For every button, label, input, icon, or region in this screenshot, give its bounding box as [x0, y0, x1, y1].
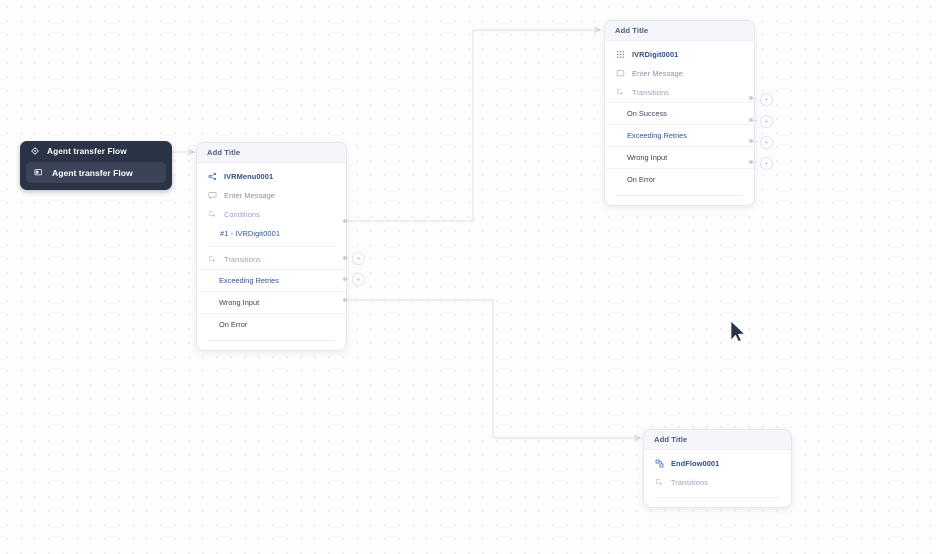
condition-label: #1 - IVRDigit0001 — [220, 229, 281, 238]
add-node-button[interactable]: + — [760, 157, 773, 170]
transition-label: On Success — [627, 109, 667, 118]
node-section-label: Transitions — [671, 478, 708, 487]
port-wrong-input[interactable] — [749, 139, 753, 143]
add-node-button[interactable]: + — [760, 136, 773, 149]
port-on-error[interactable] — [749, 160, 753, 164]
sidebar-item-agent-transfer-flow[interactable]: Agent transfer Flow Agent transfer Flow — [20, 141, 172, 190]
node-field-label: EndFlow0001 — [671, 459, 720, 468]
node-title: Add Title — [207, 148, 241, 157]
start-node-item[interactable]: Agent transfer Flow — [26, 162, 166, 183]
node-header[interactable]: Add Title — [197, 143, 346, 163]
node-field-ivrdigit[interactable]: IVRDigit0001 — [605, 45, 754, 64]
flow-node-icon — [31, 147, 39, 155]
transition-row[interactable]: On Error — [197, 313, 346, 335]
node-title: Add Title — [615, 26, 649, 35]
add-node-button[interactable]: + — [760, 93, 773, 106]
end-flow-icon — [655, 459, 664, 468]
transition-row[interactable]: On Error — [605, 168, 754, 190]
port-exceeding-retries[interactable] — [343, 256, 347, 260]
node-section-label: Transitions — [224, 255, 261, 264]
port-conditions[interactable] — [343, 219, 347, 223]
node-field-label: IVRMenu0001 — [224, 172, 274, 181]
port-on-error[interactable] — [343, 298, 347, 302]
node-endflow[interactable]: Add Title EndFlow0001 — [643, 429, 792, 508]
divider — [208, 340, 335, 341]
start-node-title: Agent transfer Flow — [47, 146, 127, 156]
transition-label: Exceeding Retries — [219, 276, 279, 285]
node-header[interactable]: Add Title — [644, 430, 791, 450]
node-field-label: IVRDigit0001 — [632, 50, 679, 59]
port-stub — [751, 162, 757, 163]
add-node-button[interactable]: + — [352, 252, 365, 265]
port-stub — [751, 141, 757, 142]
branch-icon — [208, 210, 217, 219]
port-wrong-input[interactable] — [343, 277, 347, 281]
node-section-transitions: Transitions — [644, 473, 791, 492]
port-exceeding-retries[interactable] — [749, 118, 753, 122]
dialpad-icon — [616, 50, 625, 59]
node-field-message[interactable]: Enter Message — [197, 186, 346, 205]
transition-label: On Error — [627, 175, 656, 184]
branch-icon — [655, 478, 664, 487]
node-ivrdigit[interactable]: Add Title IVRDigit0001 — [604, 20, 755, 206]
transition-row[interactable]: Exceeding Retries — [197, 269, 346, 291]
node-body: EndFlow0001 Transitions — [644, 450, 791, 507]
node-section-transitions: Transitions — [197, 250, 346, 269]
add-node-button[interactable]: + — [760, 115, 773, 128]
divider — [208, 246, 335, 247]
node-section-transitions: Transitions — [605, 83, 754, 102]
node-field-label: Enter Message — [632, 69, 684, 78]
node-field-ivrmenu[interactable]: IVRMenu0001 — [197, 167, 346, 186]
flag-icon — [34, 168, 43, 177]
node-section-label: Transitions — [632, 88, 669, 97]
message-icon — [208, 191, 217, 200]
node-body: IVRDigit0001 Enter Message Transitions — [605, 41, 754, 205]
transition-row[interactable]: Wrong Input — [605, 146, 754, 168]
node-field-label: Enter Message — [224, 191, 276, 200]
transition-row[interactable]: On Success — [605, 102, 754, 124]
message-icon — [616, 69, 625, 78]
start-node-item-label: Agent transfer Flow — [52, 167, 133, 178]
node-field-endflow[interactable]: EndFlow0001 — [644, 454, 791, 473]
divider — [655, 497, 780, 498]
ivr-menu-icon — [208, 172, 217, 181]
node-section-conditions: Conditions — [197, 205, 346, 224]
transition-label: Wrong Input — [219, 298, 260, 307]
mouse-pointer-icon — [730, 320, 746, 343]
branch-icon — [616, 88, 625, 97]
transition-row[interactable]: Exceeding Retries — [605, 124, 754, 146]
transition-label: Exceeding Retries — [627, 131, 687, 140]
divider — [616, 195, 743, 196]
add-node-button[interactable]: + — [352, 273, 365, 286]
transition-row[interactable]: Wrong Input — [197, 291, 346, 313]
node-body: IVRMenu0001 Enter Message Conditions — [197, 163, 346, 350]
port-stub — [751, 120, 757, 121]
node-ivrmenu[interactable]: Add Title IVRMenu0001 — [196, 142, 347, 351]
transition-label: On Error — [219, 320, 248, 329]
port-stub — [751, 98, 757, 99]
node-title: Add Title — [654, 435, 688, 444]
branch-icon — [208, 255, 217, 264]
node-field-message[interactable]: Enter Message — [605, 64, 754, 83]
condition-item[interactable]: #1 - IVRDigit0001 — [197, 224, 346, 243]
start-node-header: Agent transfer Flow — [20, 141, 172, 161]
port-on-success[interactable] — [749, 96, 753, 100]
transition-label: Wrong Input — [627, 153, 668, 162]
node-section-label: Conditions — [224, 210, 260, 219]
node-header[interactable]: Add Title — [605, 21, 754, 41]
